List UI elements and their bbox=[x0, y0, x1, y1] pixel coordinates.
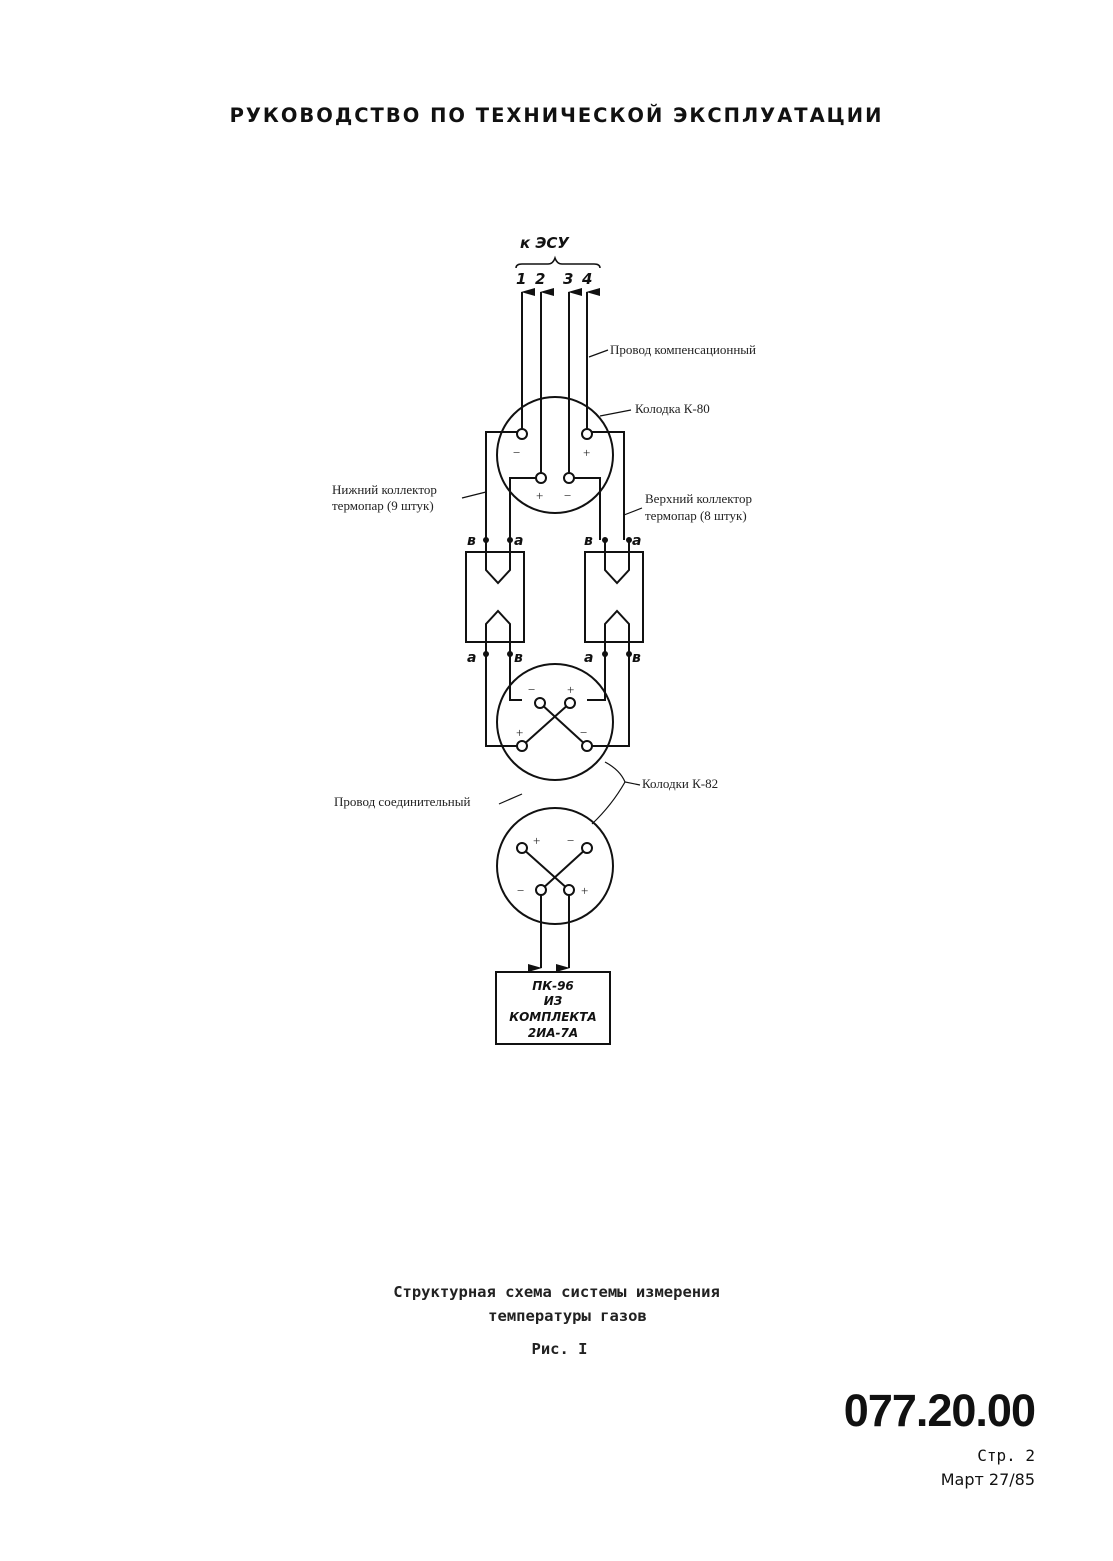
label-lower-collector-2: термопар (9 штук) bbox=[332, 498, 434, 513]
diagram-label: + bbox=[581, 883, 588, 898]
terminal bbox=[564, 697, 576, 709]
wire-number-2: 2 bbox=[535, 270, 545, 288]
diagram-stroke bbox=[587, 642, 606, 701]
terminal bbox=[563, 884, 575, 896]
diagram-label: − bbox=[513, 445, 520, 460]
diagram-stroke bbox=[604, 609, 630, 642]
top-label: к ЭСУ bbox=[520, 234, 570, 252]
diagram-stroke bbox=[602, 651, 608, 657]
wire-number-3: 3 bbox=[563, 270, 573, 288]
label-k80: Колодка К-80 bbox=[635, 401, 710, 416]
terminal bbox=[516, 740, 528, 752]
diagram-label: в bbox=[467, 533, 476, 549]
document-header: РУКОВОДСТВО ПО ТЕХНИЧЕСКОЙ ЭКСПЛУАТАЦИИ bbox=[229, 104, 884, 127]
diagram-stroke bbox=[588, 349, 609, 358]
diagram-stroke bbox=[626, 651, 632, 657]
lower-collector-box bbox=[465, 551, 525, 643]
upper-collector-box bbox=[584, 551, 644, 643]
diagram-label: + bbox=[533, 833, 540, 848]
diagram-stroke bbox=[509, 477, 541, 488]
diagram-stroke bbox=[498, 793, 523, 805]
terminal bbox=[563, 472, 575, 484]
pk96-box bbox=[495, 971, 611, 1045]
diagram-stroke bbox=[483, 651, 489, 657]
diagram-stroke bbox=[604, 552, 630, 585]
box-line-2: ИЗ bbox=[544, 994, 563, 1008]
wire-number-4: 4 bbox=[581, 270, 592, 288]
diagram-label: − bbox=[528, 682, 535, 697]
diagram-stroke bbox=[485, 552, 511, 585]
diagram-stroke bbox=[483, 537, 489, 543]
diagram-label: а bbox=[514, 533, 523, 549]
terminal bbox=[581, 842, 593, 854]
wire-group-bracket bbox=[515, 255, 601, 269]
terminal bbox=[516, 842, 528, 854]
diagram-label: + bbox=[516, 725, 523, 740]
diagram-stroke bbox=[509, 642, 522, 701]
revision-date: Март 27/85 bbox=[940, 1470, 1035, 1489]
diagram-label: − bbox=[564, 488, 571, 503]
right-outer-wire bbox=[587, 431, 625, 540]
diagram-stroke bbox=[599, 409, 632, 417]
box-line-1: ПК-96 bbox=[532, 979, 574, 993]
diagram-label: в bbox=[514, 650, 523, 666]
diagram-label: + bbox=[583, 445, 590, 460]
diagram-label: − bbox=[580, 725, 587, 740]
wire-number-1: 1 bbox=[516, 270, 526, 288]
diagram-stroke bbox=[521, 702, 571, 747]
diagram-stroke bbox=[507, 537, 513, 543]
diagram-label: а bbox=[584, 650, 593, 666]
diagram-stroke bbox=[521, 847, 570, 891]
diagram-stroke bbox=[591, 781, 626, 825]
terminal bbox=[581, 428, 593, 440]
diagram-label: в bbox=[584, 533, 593, 549]
label-comp-wire: Провод компенсационный bbox=[610, 342, 756, 357]
diagram-stroke bbox=[485, 609, 511, 642]
figure-label: Рис. I bbox=[531, 1340, 588, 1358]
left-outer-wire bbox=[485, 431, 522, 540]
diagram-label: + bbox=[567, 682, 574, 697]
diagram-label: в bbox=[632, 650, 641, 666]
diagram-label: + bbox=[536, 488, 543, 503]
diagram-label: − bbox=[517, 883, 524, 898]
terminal bbox=[535, 884, 547, 896]
terminal bbox=[516, 428, 528, 440]
diagram-stroke bbox=[587, 642, 630, 747]
diagram-stroke bbox=[540, 847, 588, 891]
caption-line-2: температуры газов bbox=[488, 1307, 647, 1325]
diagram-stroke bbox=[626, 537, 632, 543]
box-line-4: 2ИА-7А bbox=[528, 1026, 578, 1040]
document-number: 077.20.00 bbox=[843, 1385, 1036, 1436]
diagram-stroke bbox=[623, 507, 643, 516]
label-upper-collector-1: Верхний коллектор bbox=[645, 491, 752, 506]
terminal bbox=[534, 697, 546, 709]
k80-connector bbox=[496, 396, 614, 514]
diagram-label: − bbox=[567, 833, 574, 848]
box-line-3: КОМПЛЕКТА bbox=[509, 1010, 596, 1024]
diagram-stroke bbox=[604, 761, 641, 786]
terminal bbox=[581, 740, 593, 752]
diagram-stroke bbox=[602, 537, 608, 543]
diagram-stroke bbox=[569, 477, 601, 488]
diagram-stroke bbox=[485, 642, 522, 747]
label-conn-wire: Провод соединительный bbox=[334, 794, 470, 809]
diagram-stroke bbox=[461, 491, 487, 499]
caption-line-1: Структурная схема системы измерения bbox=[393, 1283, 720, 1301]
k82-upper-connector bbox=[496, 663, 614, 781]
diagram-label: а bbox=[467, 650, 476, 666]
terminal bbox=[535, 472, 547, 484]
diagram-label: а bbox=[632, 533, 641, 549]
diagram-stroke bbox=[507, 651, 513, 657]
k82-lower-connector bbox=[496, 807, 614, 925]
label-upper-collector-2: термопар (8 штук) bbox=[645, 508, 747, 523]
label-lower-collector-1: Нижний коллектор bbox=[332, 482, 437, 497]
label-k82: Колодки К-82 bbox=[642, 776, 718, 791]
diagram-stroke bbox=[539, 702, 588, 747]
page-number: Стр. 2 bbox=[977, 1446, 1035, 1465]
